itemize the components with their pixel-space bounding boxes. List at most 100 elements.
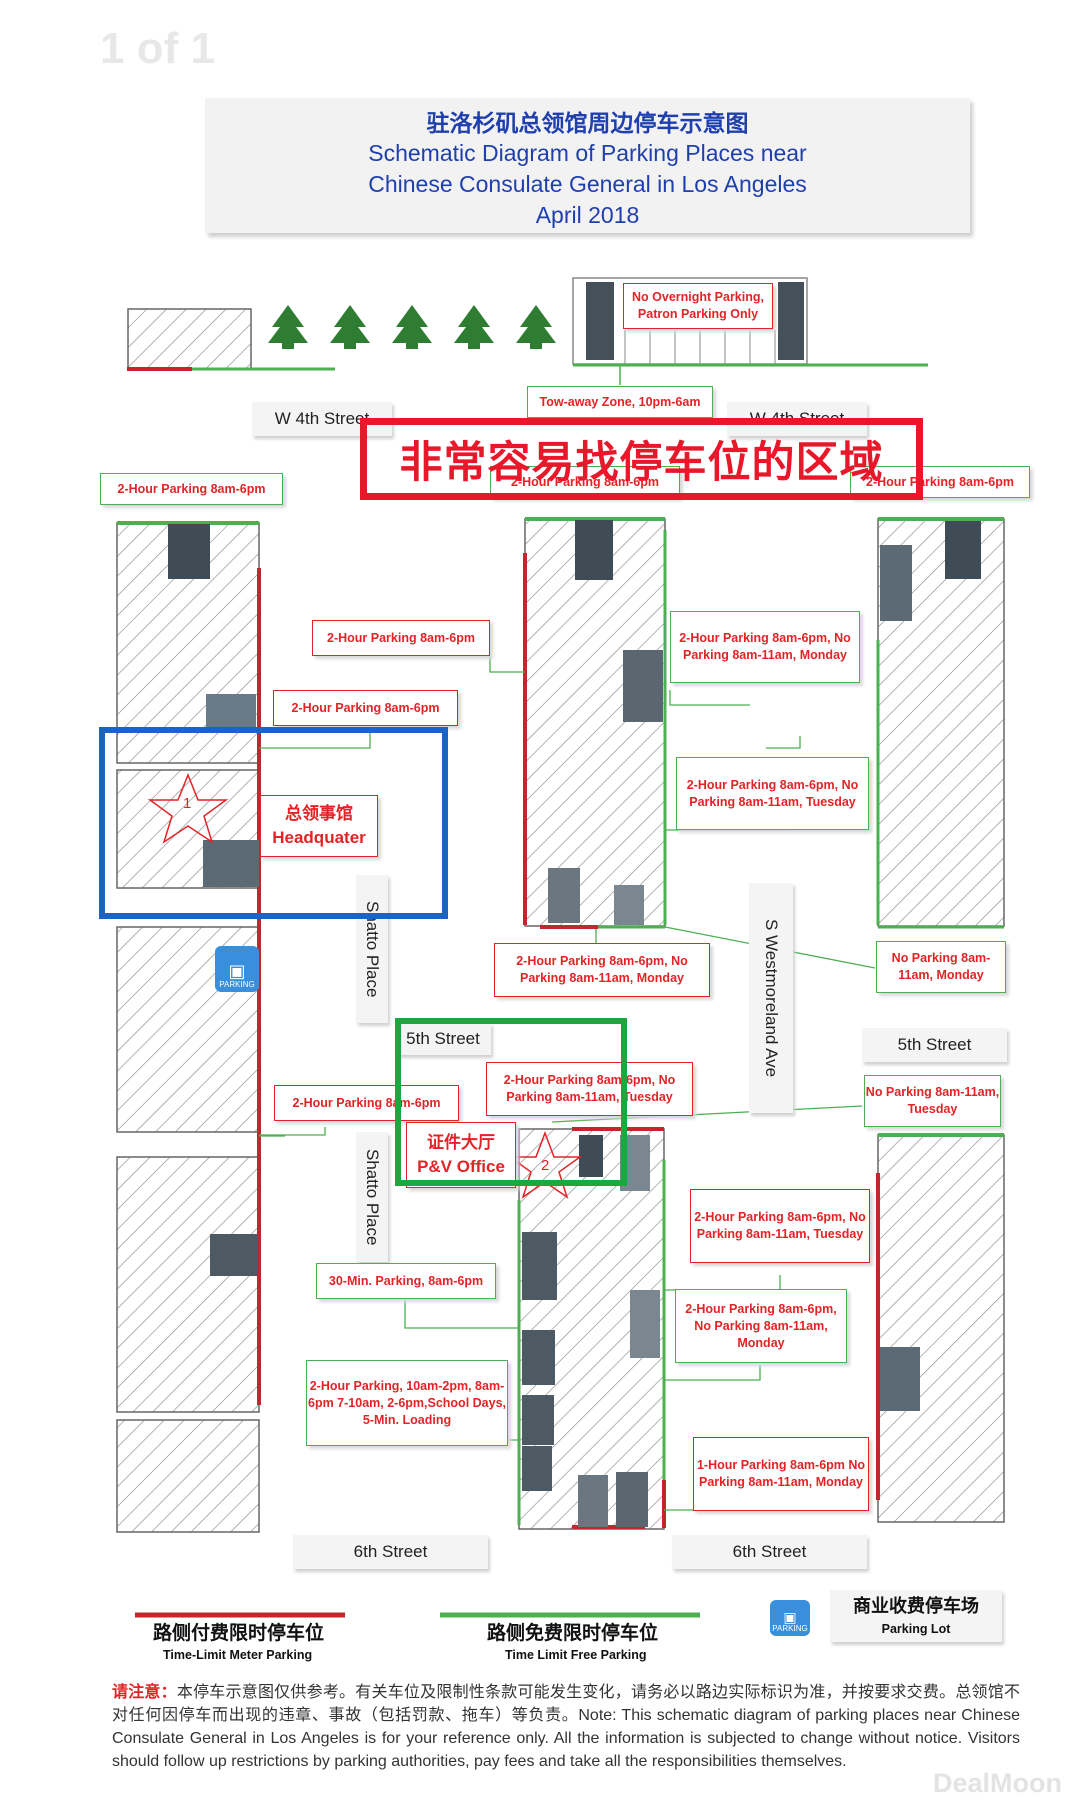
street-label: Shatto Place xyxy=(363,900,382,998)
street-label: W 4th Street xyxy=(274,409,370,428)
hq-zh: 总领事馆 xyxy=(285,804,353,823)
star-icon xyxy=(147,772,229,844)
street-label: 6th Street xyxy=(732,1542,807,1561)
sign-photo xyxy=(579,1135,603,1177)
star-number: 2 xyxy=(541,1157,550,1174)
label-text: 2-Hour Parking, 10am-2pm, 8am-6pm 7-10am… xyxy=(308,1378,506,1427)
sign-photo xyxy=(616,1472,648,1527)
label-text: 2-Hour Parking 8am-6pm, No Parking 8am-1… xyxy=(686,777,859,809)
legend-lot-box: 商业收费停车场 Parking Lot xyxy=(830,1590,1002,1642)
block-top-left xyxy=(127,308,252,370)
sign-photo xyxy=(522,1232,557,1300)
label-text: 2-Hour Parking 8am-6pm xyxy=(291,700,440,715)
headquarter-highlight-box xyxy=(99,727,448,919)
label-text: No Overnight Parking, Patron Parking Onl… xyxy=(632,290,764,321)
label-2hr-d: 2-Hour Parking 8am-6pm xyxy=(312,620,490,656)
street-shatto-lower: Shatto Place xyxy=(356,1132,388,1262)
tree-icon xyxy=(516,305,556,349)
label-text: 2-Hour Parking 8am-6pm, No Parking 8am-1… xyxy=(694,1210,866,1241)
note-heading: 请注意： xyxy=(112,1682,177,1701)
street-shatto-upper: Shatto Place xyxy=(356,875,388,1023)
sign-photo xyxy=(522,1330,555,1385)
title-date: April 2018 xyxy=(535,202,640,228)
street-label: S Westmoreland Ave xyxy=(762,918,781,1078)
label-2hr-a: 2-Hour Parking 8am-6pm xyxy=(100,473,283,505)
sign-photo xyxy=(575,520,613,580)
sign-photo xyxy=(522,1446,552,1491)
block-left-4 xyxy=(116,1156,260,1413)
label-text: 2-Hour Parking 8am-6pm xyxy=(327,630,475,645)
tree-icon xyxy=(268,305,308,349)
sign-photo xyxy=(168,524,210,579)
label-no-park-tue: No Parking 8am-11am, Tuesday xyxy=(864,1075,1001,1127)
disclaimer-note: 请注意：本停车示意图仅供参考。有关车位及限制性条款可能发生变化，请务必以路边实际… xyxy=(112,1680,1020,1773)
label-text: No Parking 8am-11am, Tuesday xyxy=(865,1085,1000,1116)
tree-icon xyxy=(454,305,494,349)
label-text: 1-Hour Parking 8am-6pm No Parking 8am-11… xyxy=(696,1458,866,1489)
pv-en: P&V Office xyxy=(417,1157,505,1176)
legend-parking-lot-icon: ▣ PARKING xyxy=(770,1600,810,1636)
street-westmoreland: S Westmoreland Ave xyxy=(749,883,793,1113)
tree-icon xyxy=(392,305,432,349)
label-tue-a: 2-Hour Parking 8am-6pm, No Parking 8am-1… xyxy=(676,757,869,830)
page-indicator: 1 of 1 xyxy=(100,24,215,73)
label-1hr: 1-Hour Parking 8am-6pm No Parking 8am-11… xyxy=(693,1437,869,1511)
pv-zh: 证件大厅 xyxy=(427,1133,495,1152)
pv-office-highlight-box xyxy=(395,1018,627,1186)
parking-lot-icon: ▣ PARKING xyxy=(215,946,259,992)
label-tue-b: 2-Hour Parking 8am-6pm, No Parking 8am-1… xyxy=(486,1062,693,1116)
tree-icons xyxy=(268,305,556,349)
label-school: 2-Hour Parking, 10am-2pm, 8am-6pm 7-10am… xyxy=(306,1360,508,1446)
sign-photo xyxy=(880,545,912,621)
sign-photo xyxy=(630,1290,660,1358)
sign-photo xyxy=(614,885,644,925)
star-number: 1 xyxy=(183,795,192,812)
sign-photo xyxy=(210,1234,258,1276)
street-label: Shatto Place xyxy=(363,1148,382,1246)
label-mon-a: 2-Hour Parking 8am-6pm, No Parking 8am-1… xyxy=(670,611,860,683)
street-fifth-left: 5th Street xyxy=(395,1023,491,1055)
car-icon: ▣ xyxy=(783,1609,797,1625)
street-fifth-right: 5th Street xyxy=(862,1028,1007,1062)
street-label: 6th Street xyxy=(353,1542,428,1561)
block-mid-upper xyxy=(524,518,666,927)
legend-lot-en: Parking Lot xyxy=(881,1622,951,1636)
label-tow-away: Tow-away Zone, 10pm-6am xyxy=(527,386,713,418)
label-2hr-c: 2-Hour Parking 8am-6pm xyxy=(490,466,680,498)
label-2hr-b: 2-Hour Parking 8am-6pm xyxy=(850,466,1030,498)
label-text: 2-Hour Parking 8am-6pm xyxy=(117,481,266,496)
title-en-line1: Schematic Diagram of Parking Places near xyxy=(368,140,807,166)
label-2hr-e: 2-Hour Parking 8am-6pm xyxy=(273,690,458,726)
car-icon: ▣ xyxy=(228,961,246,981)
label-text: 2-Hour Parking 8am-6pm xyxy=(511,474,659,489)
label-text: 2-Hour Parking 8am-6pm, No Parking 8am-1… xyxy=(679,631,851,662)
hq-en: Headquater xyxy=(272,828,366,847)
label-no-overnight: No Overnight Parking, Patron Parking Onl… xyxy=(623,283,773,329)
label-2hr-f: 2-Hour Parking 8am-6pm xyxy=(274,1085,459,1121)
label-text: Tow-away Zone, 10pm-6am xyxy=(539,394,701,409)
watermark: DealMoon xyxy=(932,1768,1062,1798)
label-no-park-mon: No Parking 8am-11am, Monday xyxy=(876,941,1006,993)
label-text: 2-Hour Parking 8am-6pm, No Parking 8am-1… xyxy=(516,954,688,985)
sign-photo xyxy=(203,840,259,887)
sign-photo xyxy=(578,1475,608,1527)
block-right-lower xyxy=(877,1134,1005,1523)
tree-icon xyxy=(330,305,370,349)
sign-photos xyxy=(168,520,981,1527)
title-box: 驻洛杉矶总领馆周边停车示意图 Schematic Diagram of Park… xyxy=(205,98,970,233)
label-tue-c: 2-Hour Parking 8am-6pm, No Parking 8am-1… xyxy=(690,1189,870,1263)
parking-icon-text: PARKING xyxy=(219,980,255,989)
street-sixth-left: 6th Street xyxy=(293,1535,488,1569)
sign-photo xyxy=(880,1347,920,1411)
legend-lot-zh: 商业收费停车场 xyxy=(853,1596,979,1617)
label-text: 2-Hour Parking 8am-6pm, No Parking 8am-1… xyxy=(685,1301,837,1350)
sign-photo xyxy=(522,1395,554,1445)
label-30min: 30-Min. Parking, 8am-6pm xyxy=(316,1263,496,1299)
label-text: 2-Hour Parking 8am-6pm xyxy=(292,1095,441,1110)
sign-photo xyxy=(945,521,981,579)
label-text: No Parking 8am-11am, Monday xyxy=(891,951,991,982)
label-text: 2-Hour Parking 8am-6pm, No Parking 8am-1… xyxy=(503,1073,676,1104)
callout-text: 非常容易找停车位的区域 xyxy=(399,438,884,488)
